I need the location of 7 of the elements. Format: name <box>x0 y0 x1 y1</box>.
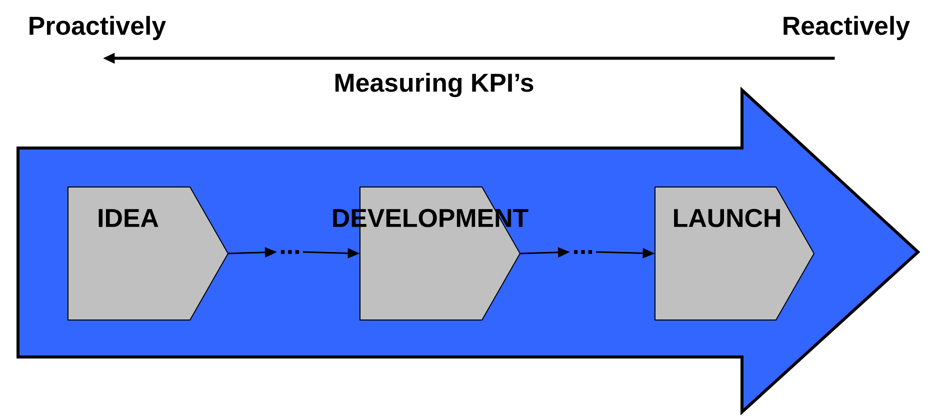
edge-label: Measuring KPI’s <box>335 72 534 98</box>
ellipsis: ... <box>280 250 300 254</box>
ellipsis: ... <box>574 250 592 254</box>
axis-label: Reactively <box>784 16 910 40</box>
process-pentagon: LAUNCH <box>654 186 815 320</box>
process-pentagon: IDEA <box>68 186 229 320</box>
axis-label: Proactively <box>30 16 166 40</box>
